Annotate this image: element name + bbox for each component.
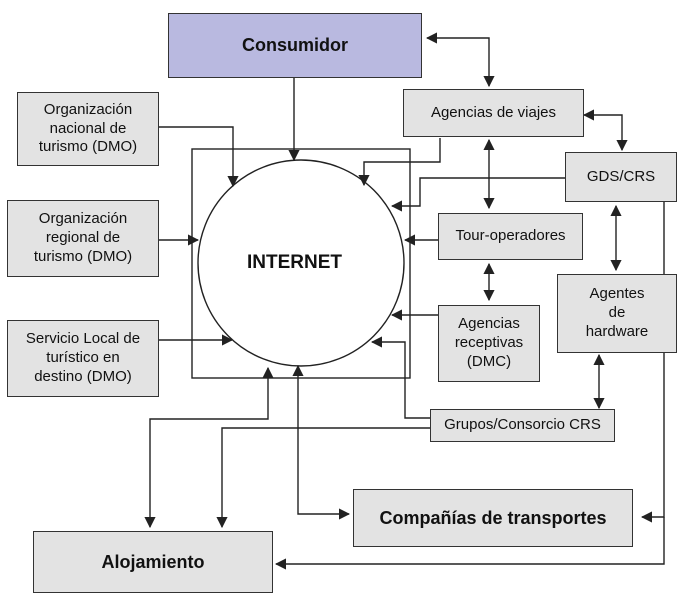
servicio-local-box: Servicio Local de turístico en destino (… [7,320,159,397]
arrow-org-nacional [159,126,239,188]
arrow-agencias-internet [358,138,441,187]
agentes-hardware-box: Agentes de hardware [557,274,677,353]
org-nacional-box: Organización nacional de turismo (DMO) [17,92,159,166]
tour-operadores-box: Tour-operadores [438,213,583,260]
arrow-grupos-internet [370,336,430,419]
arrow-agencias-gds [582,109,628,152]
arrow-gds-internet [390,177,565,212]
arrow-gds-companias [640,200,665,523]
grupos-consorcio-box: Grupos/Consorcio CRS [430,409,615,442]
org-regional-box: Organización regional de turismo (DMO) [7,200,159,277]
arrow-gds-alojamiento [274,517,665,570]
gds-crs-box: GDS/CRS [565,152,677,202]
agencias-viajes-box: Agencias de viajes [403,89,584,137]
arrow-internet-companias [292,364,351,520]
internet-label: INTERNET [247,252,342,273]
agencias-receptivas-box: Agencias receptivas (DMC) [438,305,540,382]
arrow-internet-alojamiento [144,366,274,529]
alojamiento-box: Alojamiento [33,531,273,593]
consumidor-box: Consumidor [168,13,422,78]
arrow-consumidor-agencias [425,32,495,88]
companias-transportes-box: Compañías de transportes [353,489,633,547]
